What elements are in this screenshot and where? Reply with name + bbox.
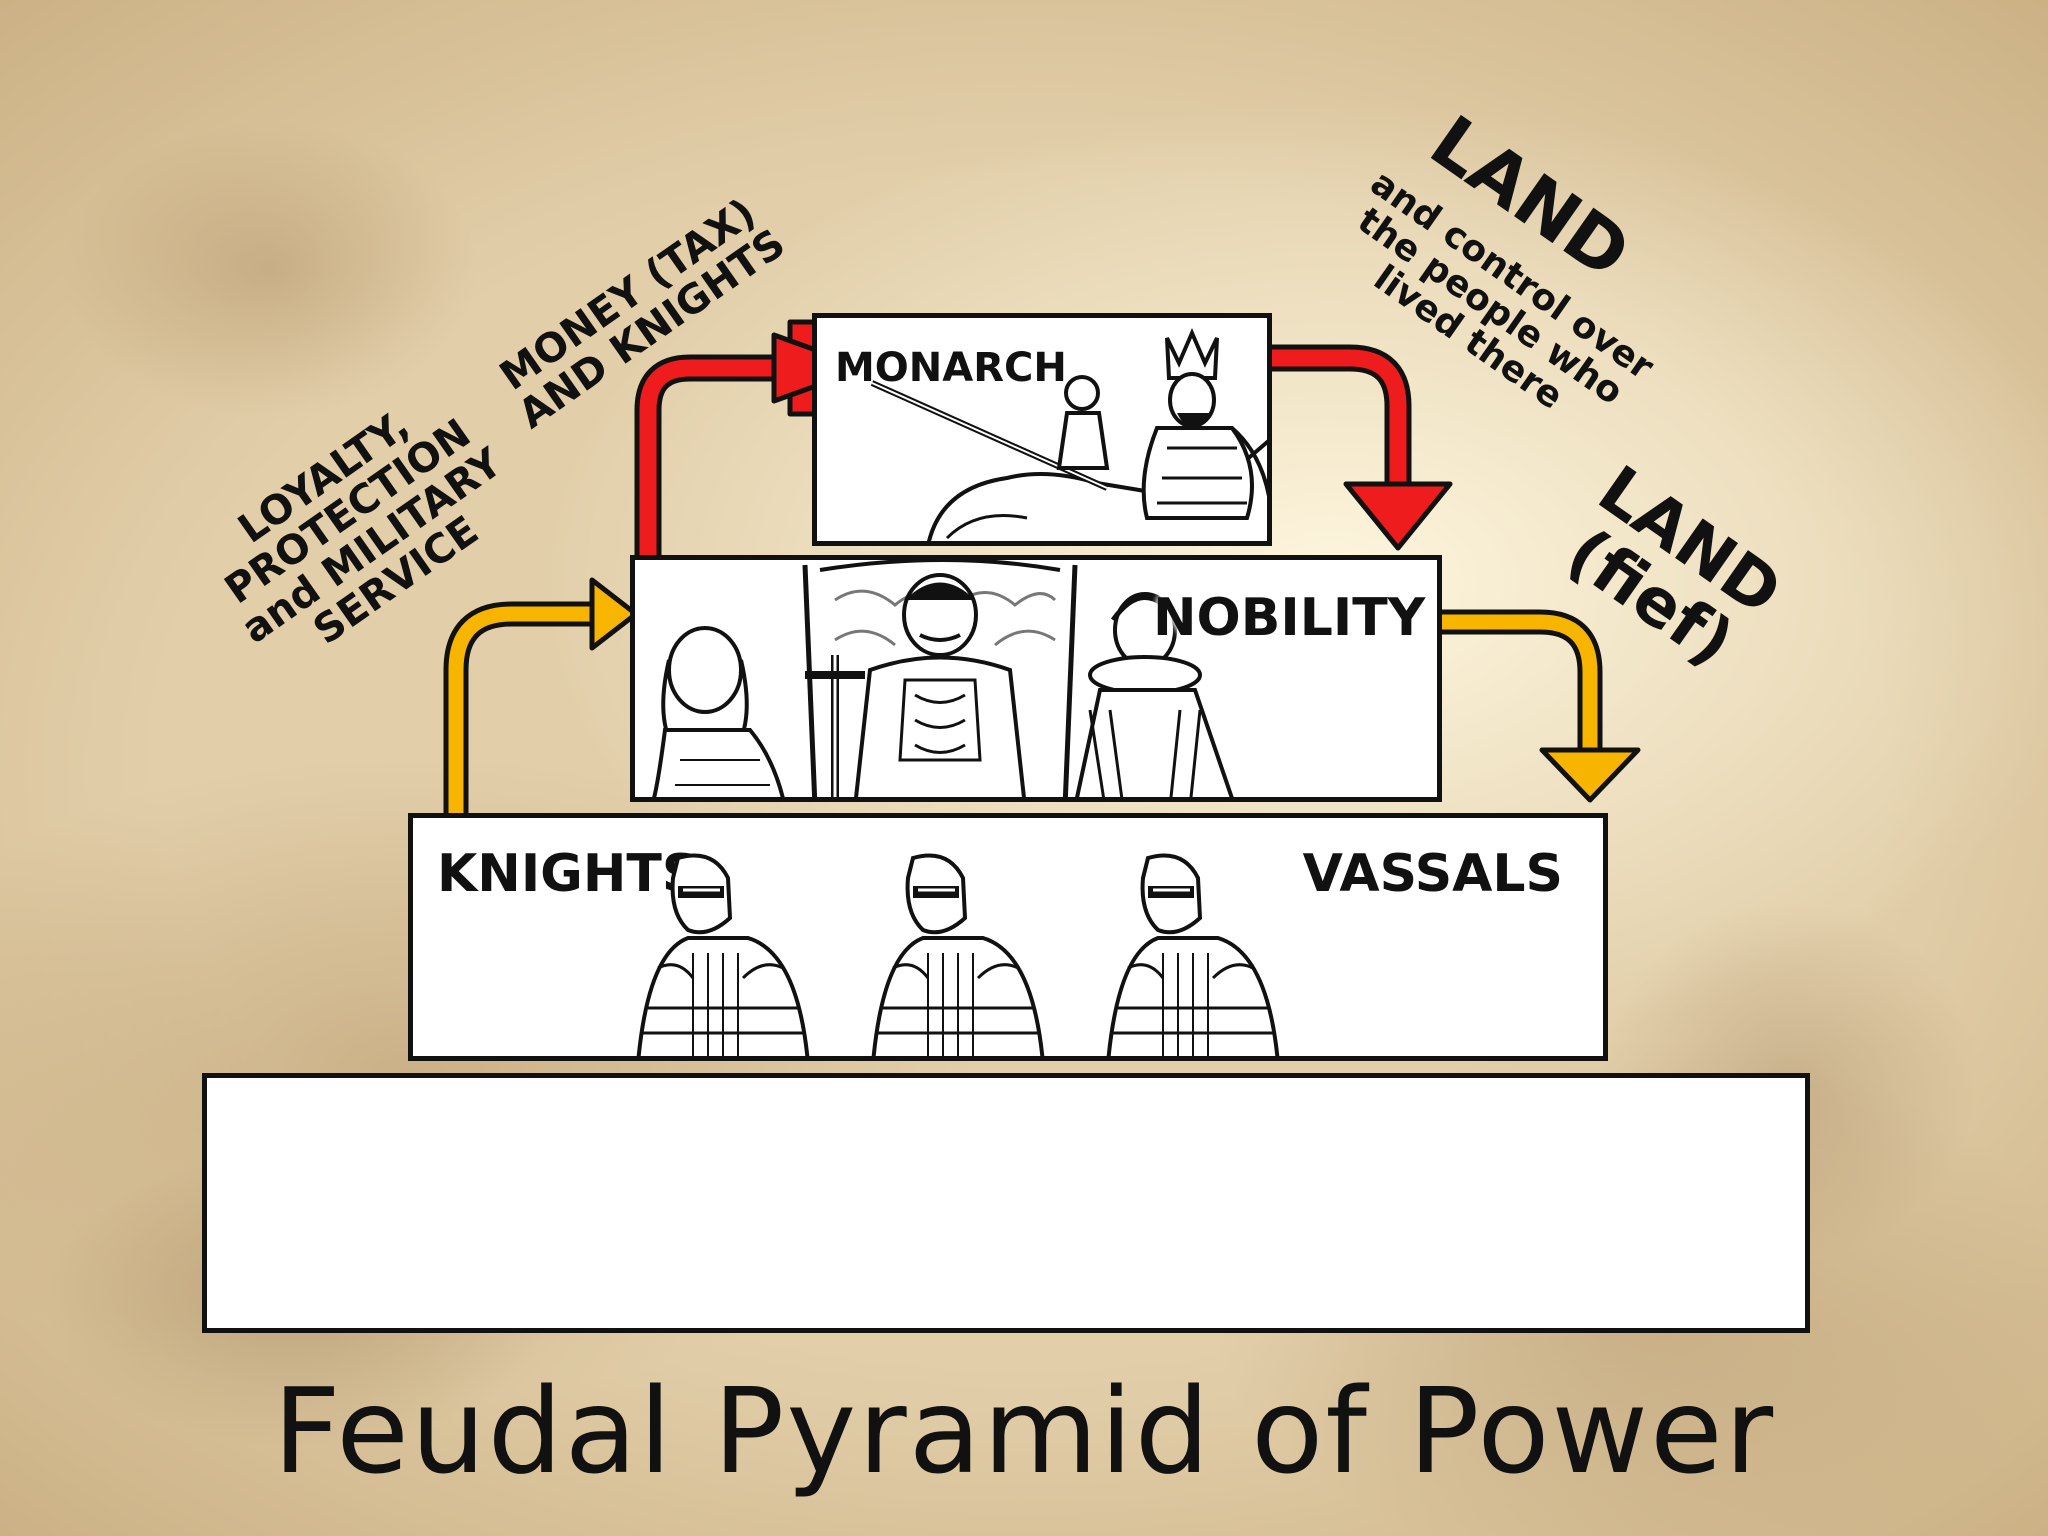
armored-knight-icon: [871, 853, 1045, 1056]
vassals-label: VASSALS: [1302, 844, 1563, 904]
knights-tier: KNIGHTS VASSALS: [408, 813, 1608, 1061]
armored-knight-icon: [1106, 853, 1280, 1056]
bottom-tier: [202, 1073, 1810, 1333]
king-on-horseback-icon: [870, 327, 1267, 541]
arrow-nobility-to-knights: [1442, 614, 1598, 752]
monarch-tier: MONARCH: [812, 313, 1272, 546]
nobility-label: NOBILITY: [1153, 588, 1426, 648]
noble-family-icon: [652, 560, 1234, 797]
nobility-tier: NOBILITY: [630, 555, 1442, 802]
page-title: Feudal Pyramid of Power: [272, 1362, 1776, 1500]
armored-knight-icon: [636, 853, 810, 1056]
arrow-monarch-to-nobility: [1272, 349, 1407, 490]
knights-illustration: [636, 853, 1280, 1056]
knights-label: KNIGHTS: [437, 844, 700, 904]
arrow-knights-to-nobility: [448, 606, 600, 818]
